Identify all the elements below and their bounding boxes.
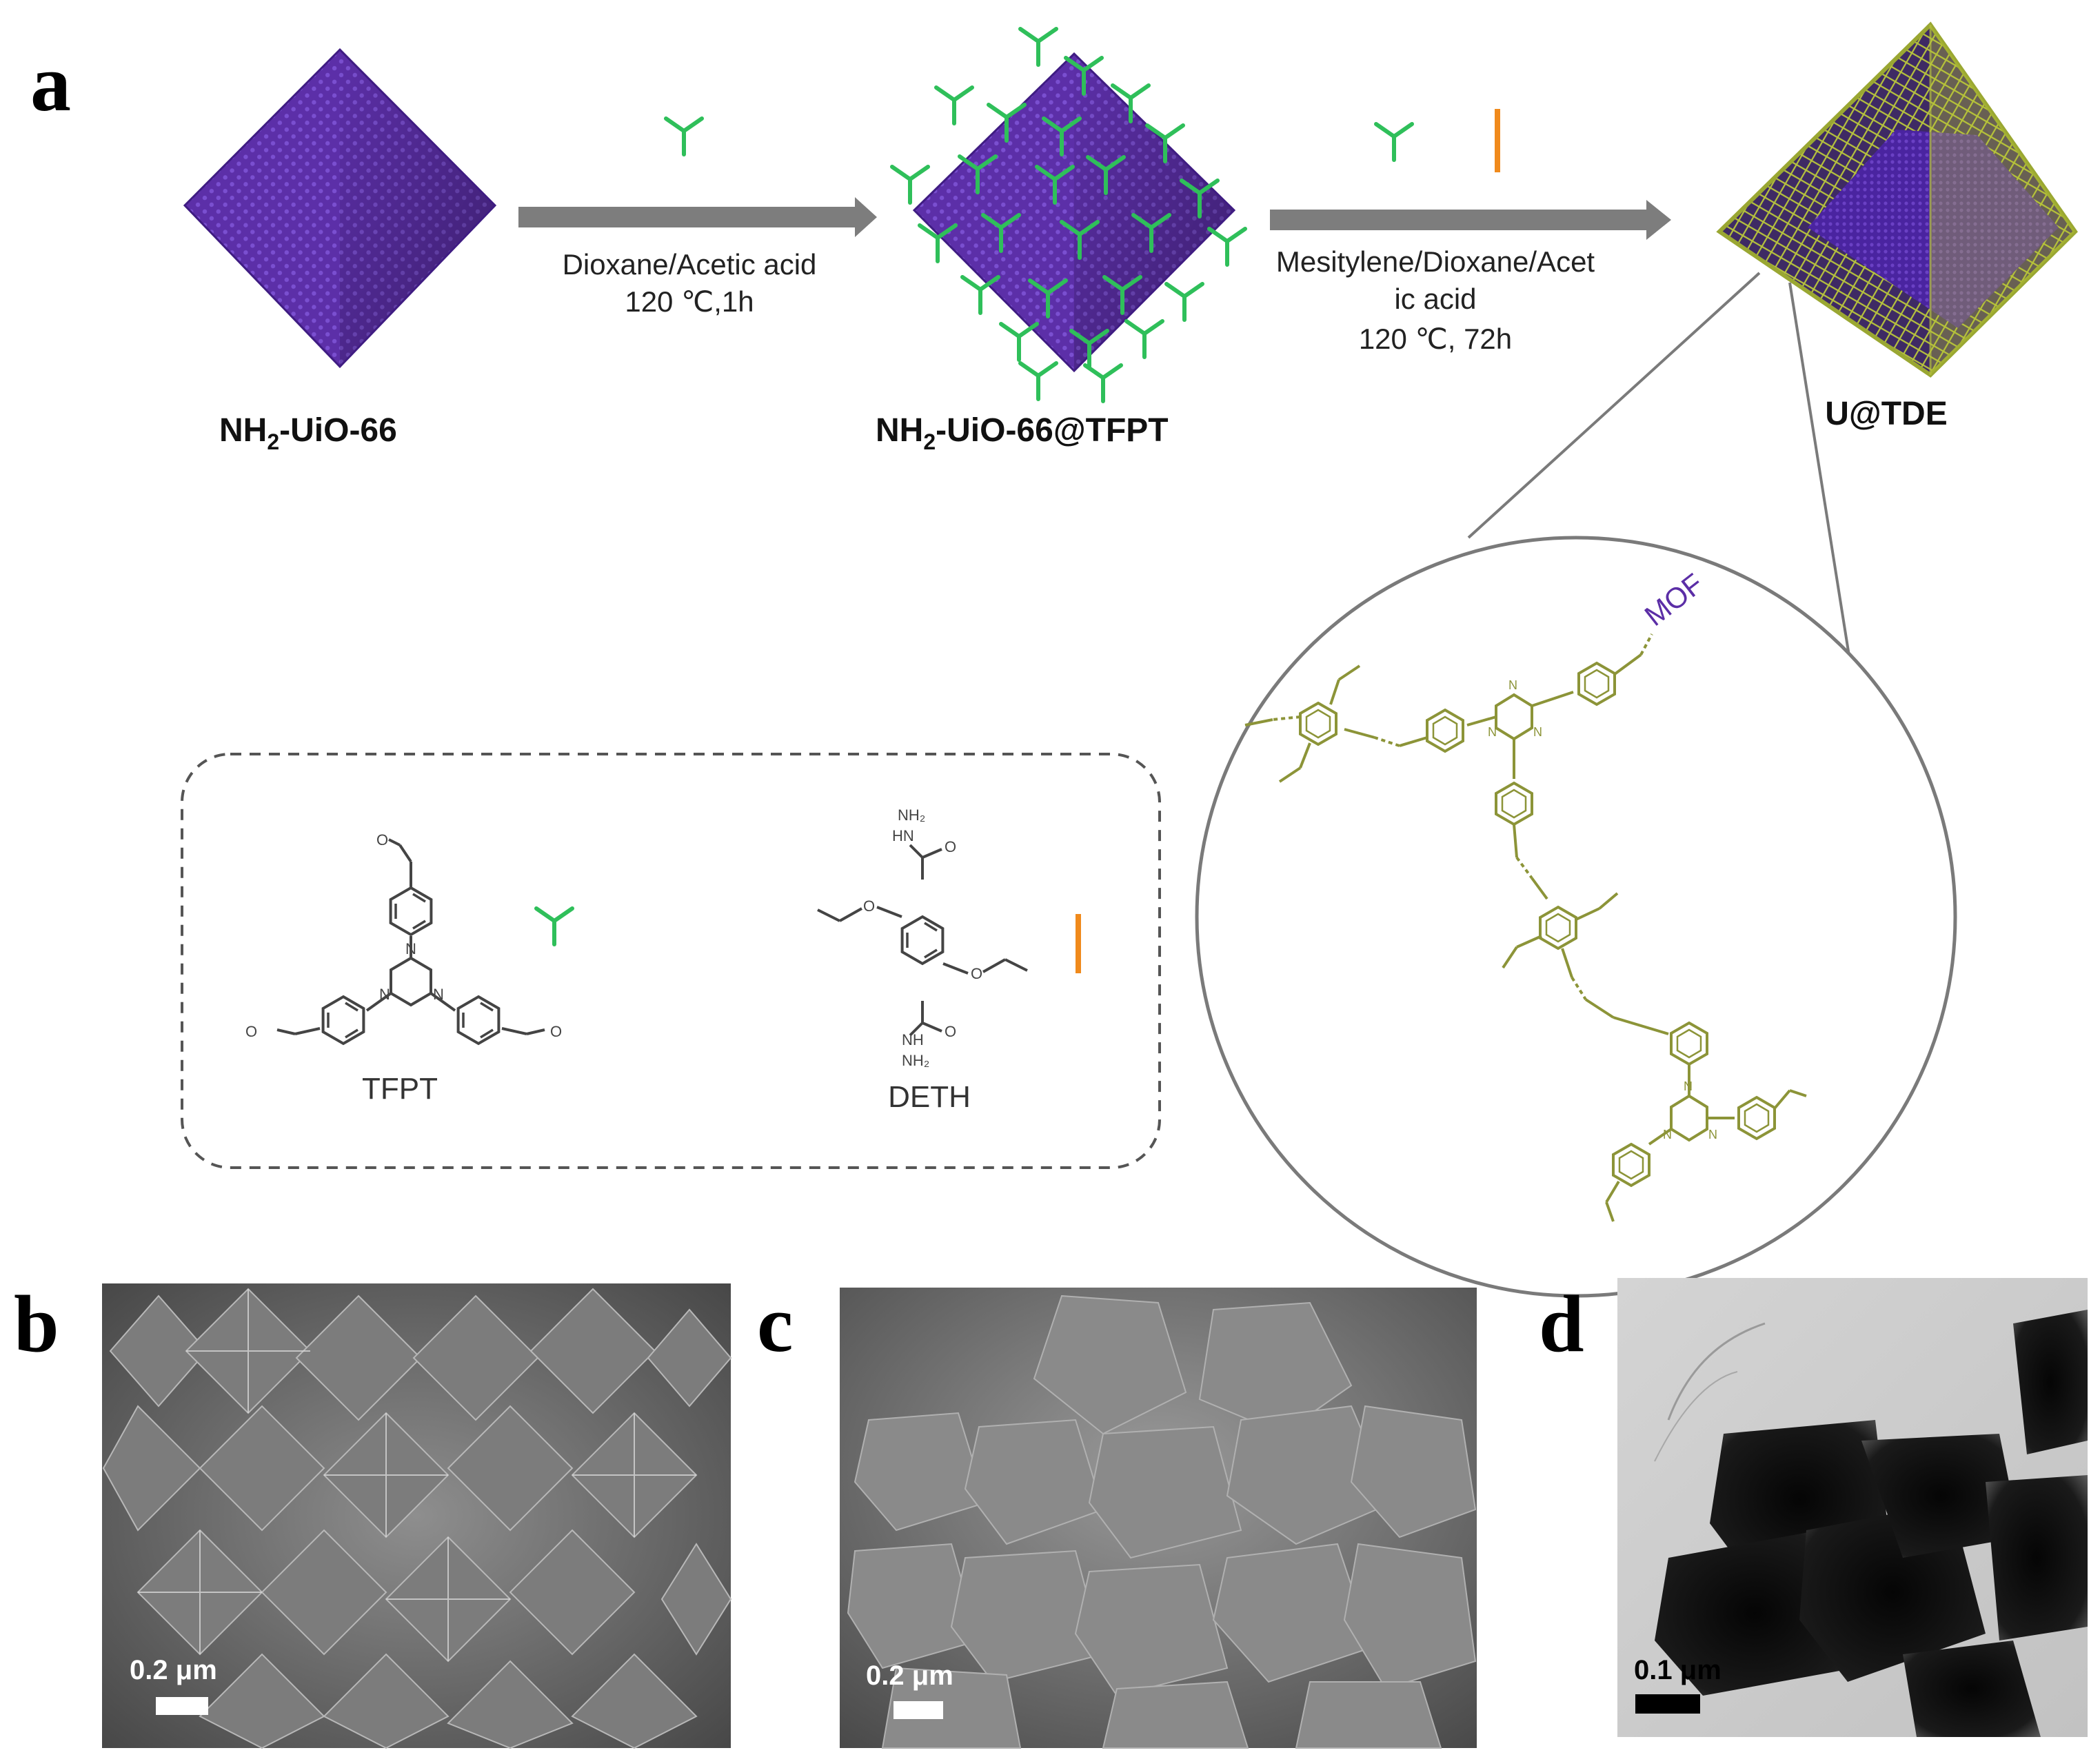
tfpt-symbol-icon: [536, 908, 572, 944]
svg-text:NH₂: NH₂: [902, 1052, 929, 1069]
deth-ring: [900, 915, 945, 965]
svg-text:N: N: [379, 986, 390, 1003]
svg-text:NH: NH: [902, 1031, 924, 1048]
scale-bar-d-label: 0.1 μm: [1634, 1655, 1722, 1685]
tfpt-right-ring: [456, 995, 501, 1045]
step1-conditions-label: 120 ℃,1h: [625, 285, 754, 318]
svg-text:NH₂: NH₂: [898, 806, 925, 824]
svg-text:N: N: [1684, 1079, 1693, 1093]
svg-text:O: O: [245, 1023, 257, 1040]
svg-text:N: N: [433, 986, 444, 1003]
reaction-arrow-2: [1270, 200, 1671, 240]
cof-structure-drawing: [1244, 633, 1807, 1222]
monomer-legend-box: [181, 753, 1161, 1169]
svg-text:O: O: [376, 831, 388, 849]
panel-label-b: b: [14, 1279, 59, 1369]
svg-text:N: N: [1488, 725, 1497, 739]
zoom-connector-left: [1467, 272, 1761, 539]
u-tde-core-shell-octahedron: [1716, 21, 2078, 378]
scale-bar-b: [156, 1697, 208, 1715]
scale-bar-d: [1635, 1694, 1700, 1714]
svg-text:HN: HN: [892, 827, 914, 844]
reaction-arrow-1: [518, 197, 877, 237]
svg-text:O: O: [945, 1023, 956, 1040]
svg-text:N: N: [405, 940, 416, 957]
tfpt-atom-labels: O O O N N N: [245, 831, 562, 1040]
svg-text:N: N: [1663, 1128, 1672, 1141]
deth-label: DETH: [888, 1080, 971, 1114]
step1-solvent-label: Dioxane/Acetic acid: [563, 248, 817, 281]
nh2-uio-66-tfpt-label: NH2-UiO-66@TFPT: [876, 412, 1169, 454]
u-tde-label: U@TDE: [1825, 396, 1947, 432]
svg-text:N: N: [1508, 678, 1517, 692]
svg-text:O: O: [945, 838, 956, 855]
deth-structure: [817, 844, 1028, 1037]
scale-bar-c: [893, 1701, 943, 1719]
scale-bar-b-label: 0.2 μm: [130, 1655, 217, 1685]
sem-image-b: [102, 1283, 732, 1749]
panel-label-c: c: [757, 1279, 793, 1369]
svg-text:O: O: [550, 1023, 562, 1040]
tfpt-label: TFPT: [362, 1072, 438, 1106]
nh2-uio-66-octahedron: [183, 48, 497, 369]
svg-text:N: N: [1708, 1128, 1717, 1141]
tfpt-monomer-icon-2: [1376, 124, 1412, 160]
step2-solvent-label-2: ic acid: [1394, 283, 1476, 315]
sem-image-c: [840, 1288, 1477, 1749]
tem-image-d: [1617, 1278, 2088, 1737]
scale-bar-c-label: 0.2 μm: [866, 1660, 953, 1691]
cof-nitrogen-labels: N N N N N N: [1488, 678, 1717, 1141]
step2-conditions-label: 120 ℃, 72h: [1359, 323, 1512, 355]
svg-text:O: O: [971, 965, 982, 982]
nh2-uio-66-tfpt-octahedron: [912, 52, 1236, 373]
deth-atom-labels: HN NH₂ O O O O NH NH₂: [863, 806, 982, 1069]
tfpt-top-ring: [389, 886, 433, 936]
svg-text:O: O: [863, 897, 875, 915]
tfpt-structure: [276, 838, 545, 1035]
panel-label-d: d: [1539, 1279, 1584, 1369]
zoom-connector-right: [1788, 282, 1857, 700]
tfpt-monomer-icon: [666, 119, 702, 154]
tfpt-left-ring: [321, 995, 365, 1045]
deth-symbol-icon: [1076, 914, 1081, 973]
step2-solvent-label-1: Mesitylene/Dioxane/Acet: [1276, 245, 1595, 278]
panel-label-a: a: [30, 38, 71, 128]
deth-monomer-icon: [1495, 109, 1500, 172]
svg-text:N: N: [1533, 725, 1542, 739]
nh2-uio-66-label: NH2-UiO-66: [219, 412, 397, 454]
